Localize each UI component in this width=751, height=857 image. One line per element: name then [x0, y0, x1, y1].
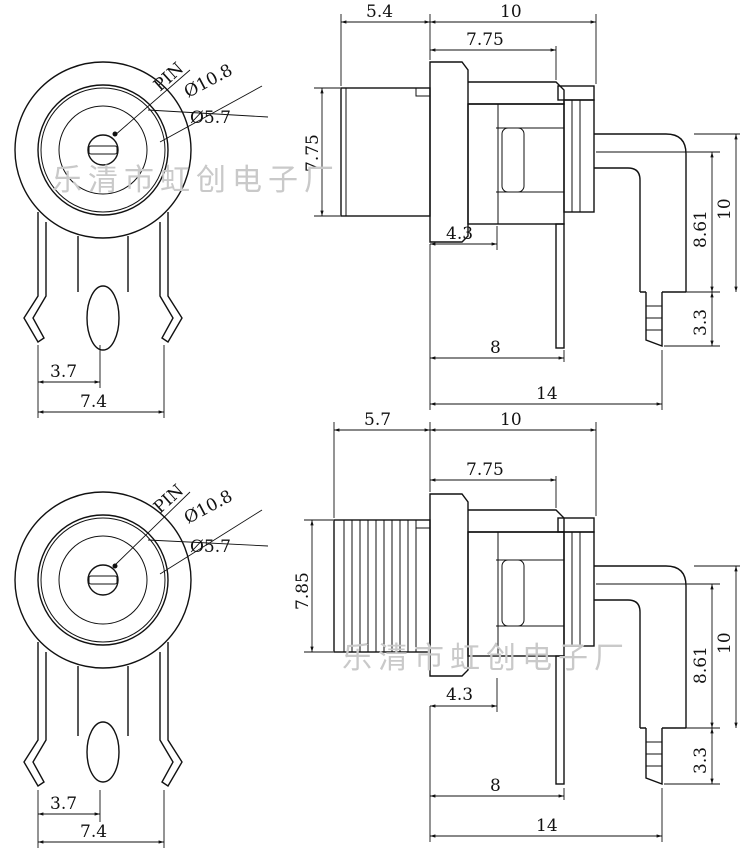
bottom-front-dia-label: 7.85: [293, 572, 313, 610]
bottom-pin-tip-label: 3.3: [691, 747, 711, 774]
top-width-label: 7.4: [80, 392, 107, 412]
bottom-front-len-label: 5.7: [364, 410, 391, 430]
top-pin-label: PIN: [150, 59, 188, 96]
bottom-overall-label: 14: [536, 816, 558, 836]
bottom-flange-len-label: 4.3: [446, 685, 473, 705]
bottom-height-label: 10: [715, 632, 735, 654]
bottom-inner-dia-label: Ø5.7: [190, 537, 231, 557]
top-total-len-label: 10: [500, 2, 522, 22]
top-pitch-label: 3.7: [50, 362, 77, 382]
bottom-pitch-label: 3.7: [50, 794, 77, 814]
top-pin-span-label: 8: [490, 338, 501, 358]
bottom-width-label: 7.4: [80, 822, 107, 842]
bottom-pin-span-label: 8: [490, 776, 501, 796]
top-overall-label: 14: [536, 384, 558, 404]
top-pin-tip-label: 3.3: [691, 309, 711, 336]
top-pin-height-label: 8.61: [691, 210, 711, 248]
bottom-watermark: 乐清市虹创电子厂: [342, 641, 630, 676]
top-watermark: 乐清市虹创电子厂: [52, 163, 340, 198]
top-outer-dia-label: Ø10.8: [181, 60, 236, 102]
top-body-len-label: 7.75: [466, 30, 504, 50]
thread-lines: [343, 520, 417, 652]
bottom-body-len-label: 7.75: [466, 460, 504, 480]
top-front-view: PIN Ø10.8 Ø5.7 3.7 7.4: [14, 59, 269, 418]
bottom-front-view: PIN Ø10.8 Ø5.7 3.7 7.4: [14, 481, 269, 848]
top-inner-dia-label: Ø5.7: [190, 108, 231, 128]
top-flange-len-label: 4.3: [446, 224, 473, 244]
bottom-side-view: 5.7 10 7.75 7.85 4.3 8.61 10 3.3 8 14: [293, 410, 740, 842]
top-height-label: 10: [715, 198, 735, 220]
top-front-dia-label: 7.75: [303, 134, 323, 172]
bottom-pin-height-label: 8.61: [691, 646, 711, 684]
bottom-total-len-label: 10: [500, 410, 522, 430]
top-side-view: 5.4 10 7.75 7.75 4.3 8.61 10 3.3 8 14: [303, 2, 740, 410]
top-front-len-label: 5.4: [366, 2, 393, 22]
